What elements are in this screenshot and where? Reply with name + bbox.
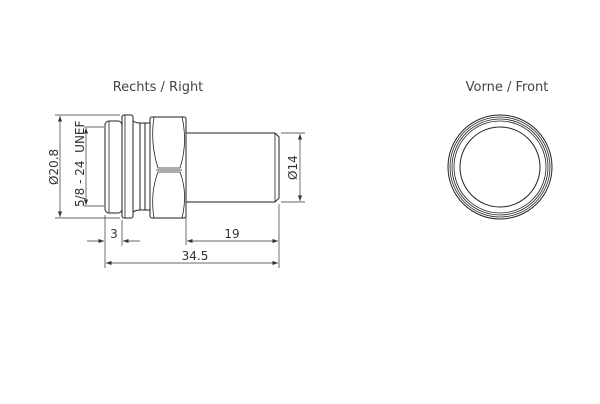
tube — [186, 132, 280, 203]
tube-diameter-label: Ø14 — [286, 155, 300, 180]
outer-diameter-label: Ø20.8 — [47, 149, 61, 185]
tube-length-label: 19 — [224, 227, 239, 241]
dimensions: Ø20.8 5/8 - 24 UNEF Ø14 3 19 34.5 — [47, 114, 305, 268]
flange — [121, 114, 134, 219]
flange-width-label: 3 — [110, 227, 118, 241]
groove — [132, 120, 150, 213]
hex-nut — [149, 116, 187, 219]
total-length-label: 34.5 — [182, 249, 209, 263]
side-view-title: Rechts / Right — [113, 80, 204, 95]
side-view — [104, 114, 280, 219]
front-view — [447, 114, 553, 220]
thread-section — [104, 120, 123, 214]
thread-label: 5/8 - 24 UNEF — [73, 120, 87, 207]
front-view-title: Vorne / Front — [466, 80, 549, 95]
